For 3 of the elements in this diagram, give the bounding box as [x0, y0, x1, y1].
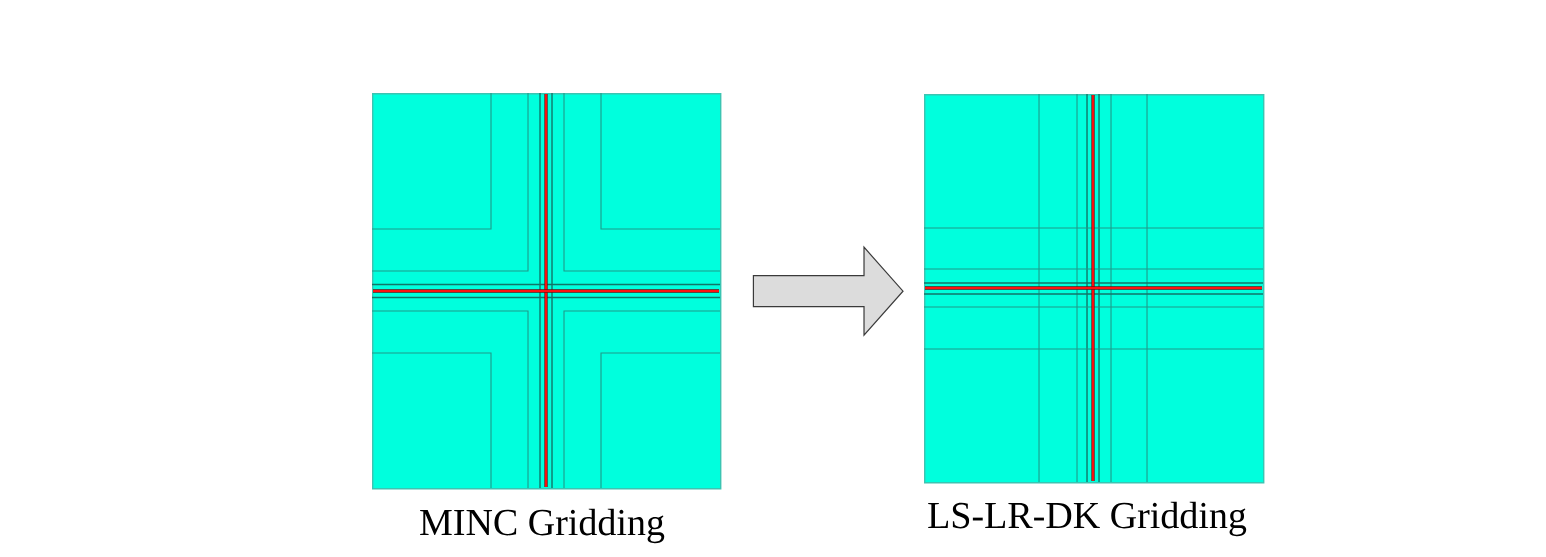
node-label: LS-LR-DK Gridding [928, 501, 1247, 537]
node-label: MINC Gridding [420, 508, 665, 544]
block-arrow [752, 245, 904, 337]
